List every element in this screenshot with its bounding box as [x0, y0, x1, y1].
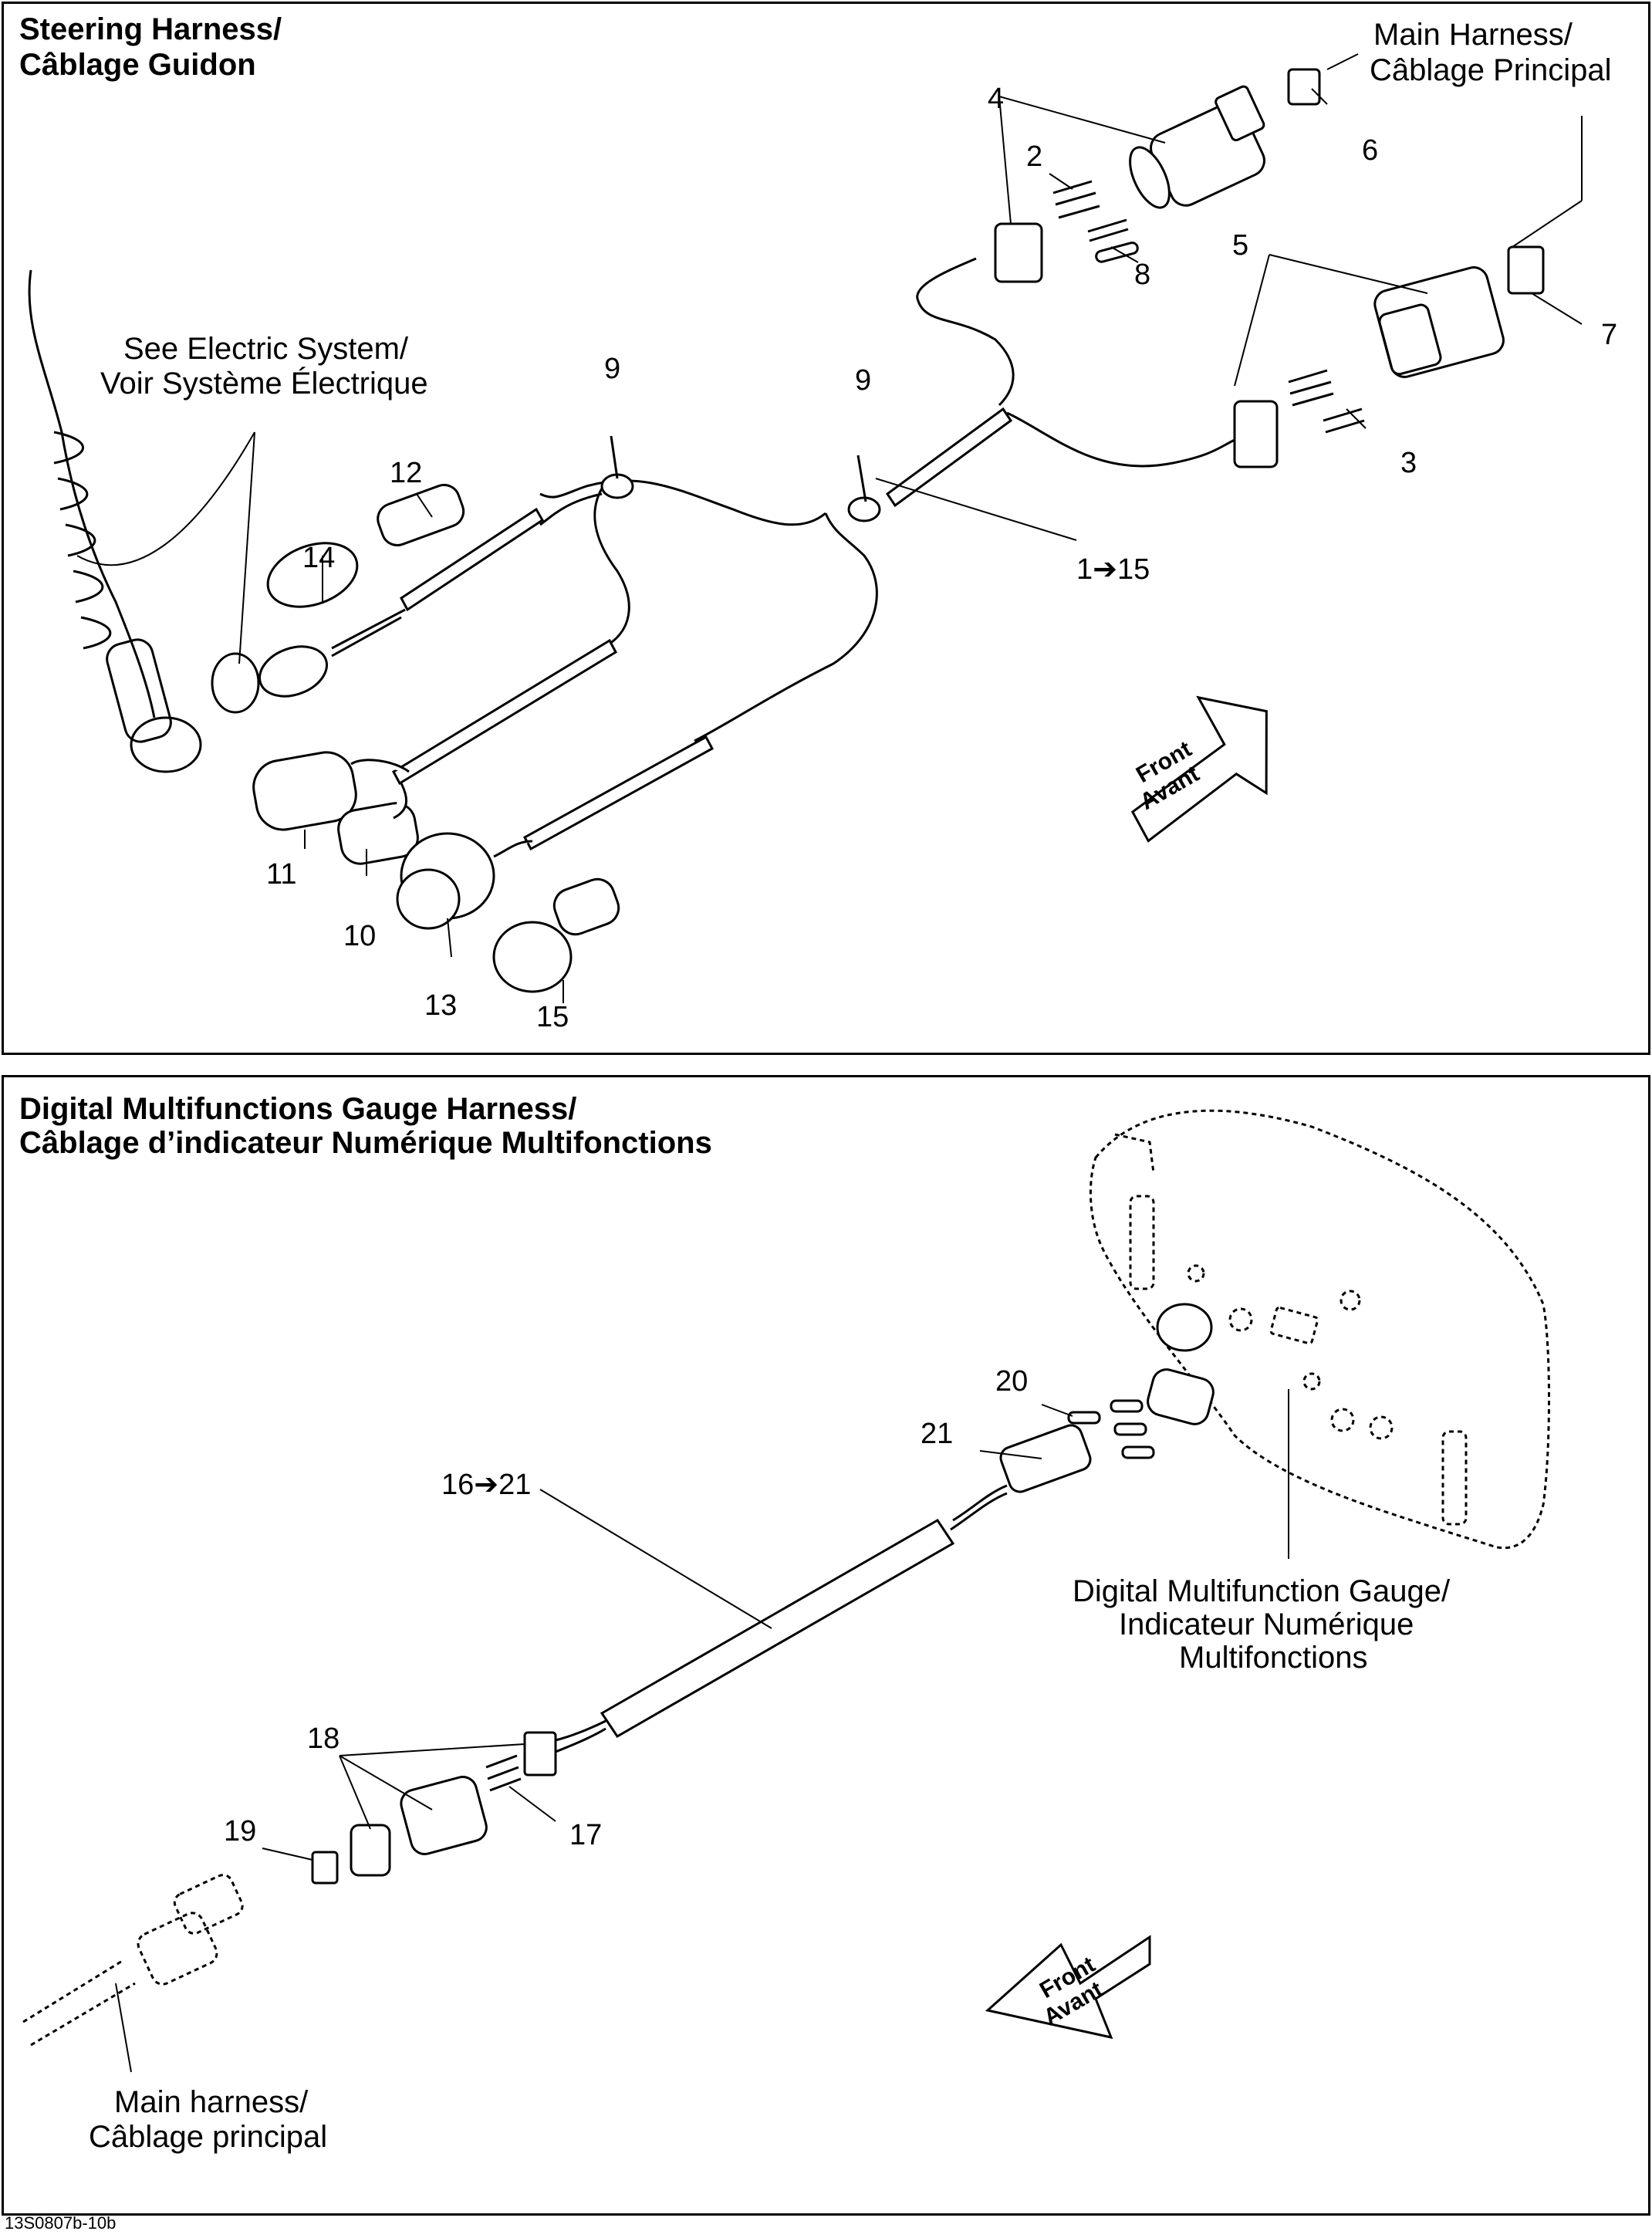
electric-system-label-2: Voir Système Électrique [100, 366, 428, 401]
gauge-title-line2: Câblage d’indicateur Numérique Multifonc… [19, 1126, 712, 1160]
steering-harness-panel: Steering Harness/ Câblage Guidon [2, 2, 1650, 1055]
callout-11: 11 [266, 858, 296, 891]
steering-title-line1: Steering Harness/ [19, 12, 282, 46]
callout-15: 15 [536, 1001, 569, 1033]
callout-13: 13 [424, 989, 457, 1022]
callout-3: 3 [1400, 447, 1417, 479]
callout-10: 10 [343, 920, 376, 952]
steering-harness-diagram: Main Harness/ Câblage Principal See Elec… [28, 18, 1617, 1033]
gauge-harness-panel: Digital Multifunctions Gauge Harness/ Câ… [2, 1075, 1650, 2216]
callout-6: 6 [1362, 134, 1378, 167]
callout-4: 4 [988, 83, 1004, 115]
callout-12: 12 [390, 457, 422, 489]
callout-9b: 9 [855, 364, 871, 397]
callout-5: 5 [1232, 229, 1248, 262]
callout-8: 8 [1134, 259, 1150, 291]
callout-7: 7 [1601, 319, 1617, 351]
callout-1-15: 1➔15 [1076, 553, 1150, 586]
main-harness-label-1: Main Harness/ [1373, 18, 1573, 52]
callout-14: 14 [302, 542, 335, 574]
main-harness-label-2: Câblage Principal [1370, 53, 1612, 87]
document-code: 13S0807b-10b [5, 2213, 117, 2233]
steering-title-line2: Câblage Guidon [19, 48, 256, 82]
electric-system-label-1: See Electric System/ [123, 332, 409, 366]
callout-2: 2 [1026, 140, 1042, 173]
front-arrow-top [1130, 695, 1268, 843]
gauge-title-line1: Digital Multifunctions Gauge Harness/ [19, 1092, 577, 1126]
callout-9a: 9 [604, 353, 620, 385]
